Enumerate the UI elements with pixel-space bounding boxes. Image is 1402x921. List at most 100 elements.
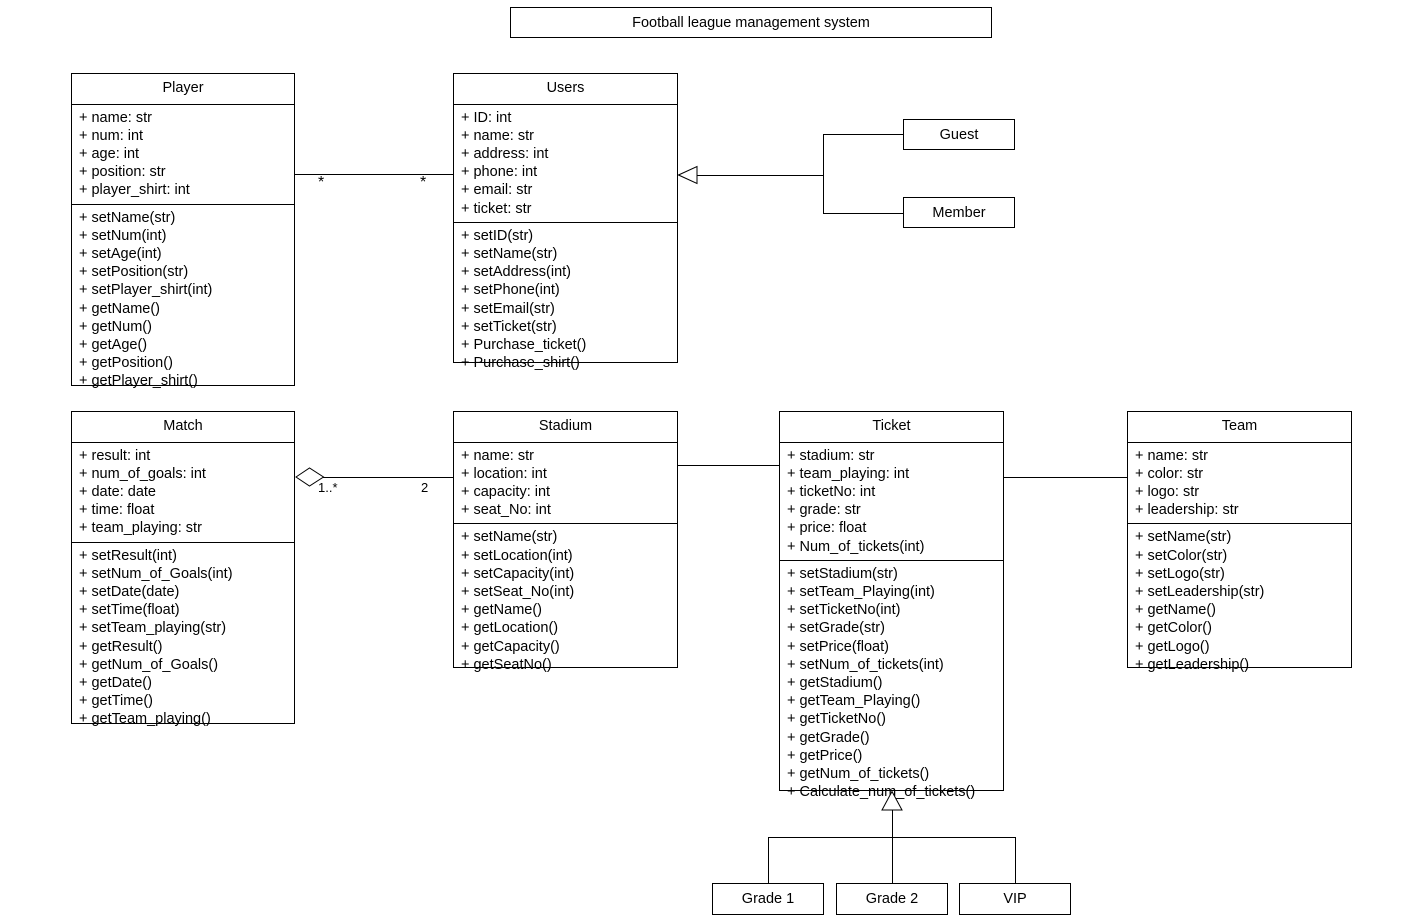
methods-match: + setResult(int) + setNum_of_Goals(int) … — [72, 541, 294, 733]
attribute-row: + price: float — [787, 520, 867, 537]
aggregation-diamond-match — [295, 466, 325, 488]
method-row: + getColor() — [1135, 620, 1212, 637]
attribute-row: + ticketNo: int — [787, 483, 876, 500]
method-row: + Purchase_shirt() — [461, 355, 580, 372]
method-row: + getTime() — [79, 693, 153, 710]
method-row: + getLeadership() — [1135, 656, 1250, 673]
method-row: + setLeadership(str) — [1135, 583, 1265, 600]
method-row: + setNum(int) — [79, 227, 167, 244]
method-row: + getCapacity() — [461, 638, 560, 655]
attribute-row: + name: str — [461, 127, 534, 144]
class-box-match[interactable]: Match + result: int + num_of_goals: int … — [71, 411, 295, 727]
association-stadium-ticket — [678, 465, 779, 466]
attribute-row: + location: int — [461, 465, 547, 482]
attribute-row: + position: str — [79, 164, 166, 181]
method-row: + setSeat_No(int) — [461, 583, 575, 600]
method-row: + setAddress(int) — [461, 264, 572, 281]
attribute-row: + leadership: str — [1135, 502, 1239, 519]
class-box-users[interactable]: Users + ID: int + name: str + address: i… — [453, 73, 678, 371]
method-row: + getName() — [461, 602, 542, 619]
class-box-member[interactable]: Member — [903, 197, 1015, 228]
method-row: + setDate(date) — [79, 583, 180, 600]
method-row: + setLocation(int) — [461, 547, 573, 564]
generalization-arrowhead-ticket — [881, 791, 903, 811]
method-row: + setPlayer_shirt(int) — [79, 282, 213, 299]
method-row: + setID(str) — [461, 227, 534, 244]
attribute-row: + phone: int — [461, 164, 538, 181]
class-name-team: Team — [1128, 412, 1351, 443]
method-row: + setCapacity(int) — [461, 565, 575, 582]
class-box-grade-2[interactable]: Grade 2 — [836, 883, 948, 915]
class-name-member: Member — [932, 204, 986, 221]
method-row: + getResult() — [79, 638, 163, 655]
attributes-team: + name: str + color: str + logo: str + l… — [1128, 443, 1351, 524]
attribute-row: + address: int — [461, 145, 549, 162]
method-row: + setTeam_Playing(int) — [787, 583, 935, 600]
diagram-title-box: Football league management system — [510, 7, 992, 38]
class-name-stadium: Stadium — [454, 412, 677, 443]
generalization-ticket-stem — [892, 810, 893, 883]
class-box-vip[interactable]: VIP — [959, 883, 1071, 915]
method-row: + setName(str) — [79, 209, 176, 226]
method-row: + setName(str) — [1135, 529, 1232, 546]
attribute-row: + capacity: int — [461, 483, 551, 500]
method-row: + getGrade() — [787, 729, 870, 746]
association-ticket-team — [1004, 477, 1127, 478]
generalization-users-stem — [696, 175, 824, 176]
class-name-match: Match — [72, 412, 294, 443]
class-name-guest: Guest — [939, 126, 979, 143]
attributes-users: + ID: int + name: str + address: int + p… — [454, 105, 677, 222]
generalization-users-bus — [823, 134, 824, 213]
class-box-ticket[interactable]: Ticket + stadium: str + team_playing: in… — [779, 411, 1004, 800]
generalization-ticket-bus — [768, 837, 1016, 838]
class-box-player[interactable]: Player + name: str + num: int + age: int… — [71, 73, 295, 389]
attribute-row: + player_shirt: int — [79, 182, 190, 199]
generalization-arrowhead-users — [678, 165, 698, 185]
class-box-stadium[interactable]: Stadium + name: str + location: int + ca… — [453, 411, 678, 673]
method-row: + setName(str) — [461, 529, 558, 546]
class-box-grade-1[interactable]: Grade 1 — [712, 883, 824, 915]
generalization-ticket-branch-vip — [1015, 837, 1016, 883]
method-row: + getPosition() — [79, 355, 173, 372]
method-row: + getLogo() — [1135, 638, 1210, 655]
method-row: + setGrade(str) — [787, 620, 885, 637]
method-row: + setTime(float) — [79, 602, 180, 619]
method-row: + setPrice(float) — [787, 638, 889, 655]
method-row: + getName() — [1135, 602, 1216, 619]
multiplicity-player-users-target: * — [420, 174, 427, 191]
methods-ticket: + setStadium(str) + setTeam_Playing(int)… — [780, 559, 1003, 806]
class-name-player: Player — [72, 74, 294, 105]
attribute-row: + name: str — [1135, 447, 1208, 464]
attribute-row: + ID: int — [461, 109, 512, 126]
method-row: + setTicketNo(int) — [787, 602, 901, 619]
attribute-row: + team_playing: str — [79, 520, 202, 537]
method-row: + getPlayer_shirt() — [79, 373, 198, 390]
attribute-row: + grade: str — [787, 502, 861, 519]
attribute-row: + color: str — [1135, 465, 1204, 482]
class-box-team[interactable]: Team + name: str + color: str + logo: st… — [1127, 411, 1352, 673]
methods-team: + setName(str) + setColor(str) + setLogo… — [1128, 523, 1351, 678]
attribute-row: + name: str — [461, 447, 534, 464]
method-row: + setTeam_playing(str) — [79, 620, 227, 637]
class-box-guest[interactable]: Guest — [903, 119, 1015, 150]
multiplicity-match-stadium-source: 1..* — [318, 480, 338, 495]
methods-stadium: + setName(str) + setLocation(int) + setC… — [454, 523, 677, 678]
multiplicity-player-users-source: * — [318, 174, 325, 191]
class-name-grade-1: Grade 1 — [741, 891, 795, 907]
attribute-row: + Num_of_tickets(int) — [787, 538, 925, 555]
method-row: + getTicketNo() — [787, 711, 886, 728]
attribute-row: + date: date — [79, 483, 156, 500]
method-row: + setColor(str) — [1135, 547, 1228, 564]
multiplicity-match-stadium-target: 2 — [421, 480, 429, 495]
generalization-users-branch-guest — [823, 134, 904, 135]
class-name-vip: VIP — [1003, 891, 1027, 907]
method-row: + setEmail(str) — [461, 300, 555, 317]
attribute-row: + ticket: str — [461, 200, 532, 217]
method-row: + setName(str) — [461, 245, 558, 262]
method-row: + getTeam_playing() — [79, 711, 211, 728]
method-row: + setNum_of_tickets(int) — [787, 656, 944, 673]
attribute-row: + result: int — [79, 447, 151, 464]
method-row: + setStadium(str) — [787, 565, 898, 582]
aggregation-match-stadium — [322, 477, 453, 478]
attribute-row: + name: str — [79, 109, 152, 126]
